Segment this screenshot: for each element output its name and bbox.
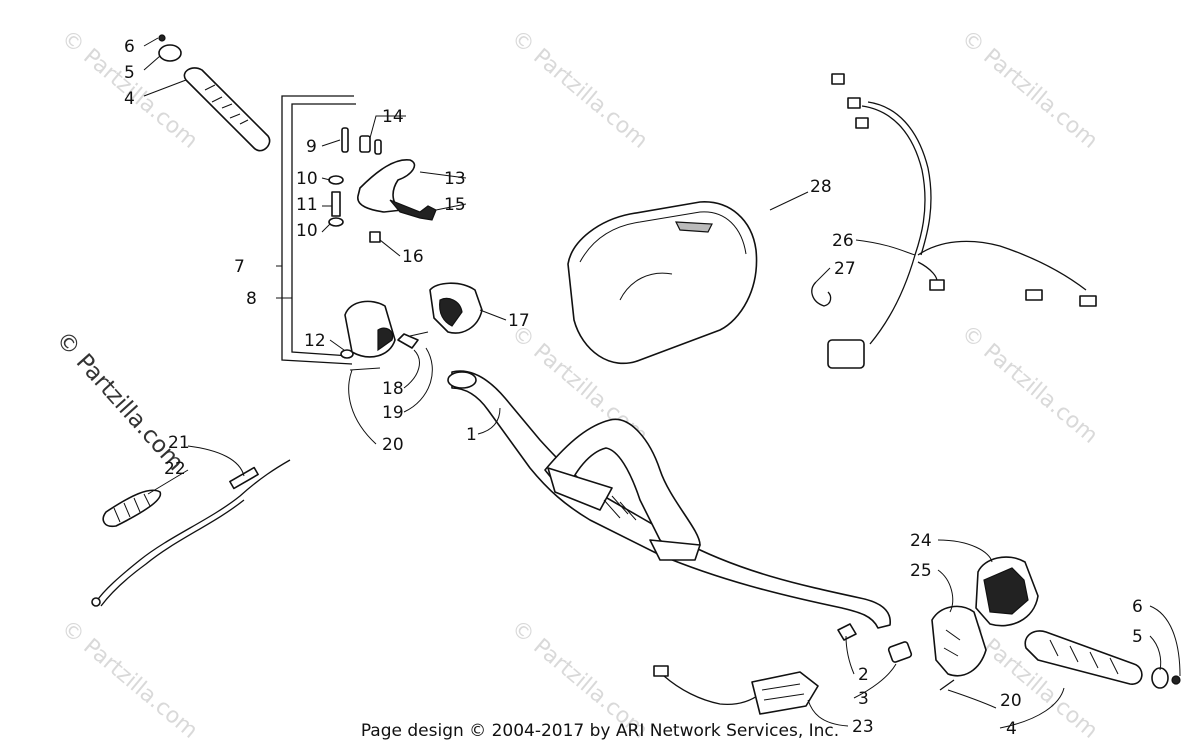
bar-end-plug (837, 623, 913, 663)
callout-label: 6 (124, 37, 135, 57)
wiring-harness (811, 73, 1097, 369)
callout-label: 7 (234, 257, 245, 277)
callout-label: 10 (296, 169, 318, 189)
callout-label: 20 (382, 435, 404, 455)
callout-label: 1 (466, 425, 477, 445)
callout-label: 8 (246, 289, 257, 309)
callout-label: 25 (910, 561, 932, 581)
left-grip (158, 34, 271, 152)
callout-label: 19 (382, 403, 404, 423)
throttle-cable (91, 459, 291, 607)
callout-label: 26 (832, 231, 854, 251)
callout-label: 27 (834, 259, 856, 279)
callout-label: 18 (382, 379, 404, 399)
callout-label: 21 (168, 433, 190, 453)
callout-label: 6 (1132, 597, 1143, 617)
callout-label: 17 (508, 311, 530, 331)
callout-label: 20 (1000, 691, 1022, 711)
switch-housing-left (429, 282, 483, 334)
callout-label: 22 (164, 459, 186, 479)
callout-label: 5 (1132, 627, 1143, 647)
mount-bracket (281, 95, 356, 365)
grip-heater (653, 665, 819, 715)
callout-label: 23 (852, 717, 874, 737)
callout-labels: 6 5 4 9 10 11 10 14 13 15 16 7 8 17 12 1… (124, 37, 1143, 739)
callout-label: 15 (444, 195, 466, 215)
callout-label: 28 (810, 177, 832, 197)
callout-label: 10 (296, 221, 318, 241)
watermark: © Partzilla.com (956, 25, 1102, 153)
handlebar-pad (567, 201, 758, 365)
copyright-footer: Page design © 2004-2017 by ARI Network S… (360, 721, 840, 741)
callout-label: 11 (296, 195, 318, 215)
callout-label: 14 (382, 107, 404, 127)
watermark: © Partzilla.com (956, 320, 1102, 448)
callout-label: 16 (402, 247, 424, 267)
callout-label: 4 (1006, 719, 1017, 739)
leader-lines (143, 37, 1181, 729)
callout-label: 13 (444, 169, 466, 189)
brake-lever-assembly (328, 127, 437, 243)
throttle-housing (340, 300, 429, 371)
callout-label: 9 (306, 137, 317, 157)
watermark: © Partzilla.com (51, 327, 189, 476)
callout-label: 2 (858, 665, 869, 685)
handlebar (447, 370, 891, 629)
callout-label: 24 (910, 531, 932, 551)
callout-label: 4 (124, 89, 135, 109)
callout-label: 5 (124, 63, 135, 83)
switch-housing-right (931, 556, 1039, 677)
callout-label: 12 (304, 331, 326, 351)
callout-label: 3 (858, 689, 869, 709)
watermark: © Partzilla.com (506, 25, 652, 153)
